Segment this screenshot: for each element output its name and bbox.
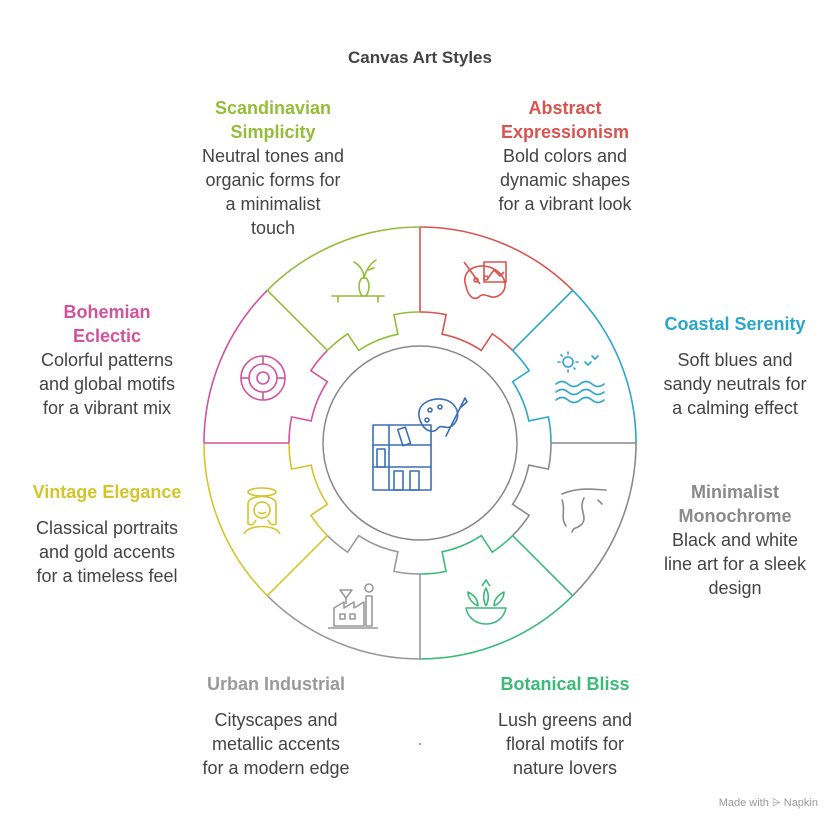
label-abstract-desc: Bold colors and dynamic shapes for a vib… (498, 146, 632, 214)
vase-branch-icon (331, 259, 385, 303)
label-urban-desc: Cityscapes and metallic accents for a mo… (202, 710, 350, 778)
label-minimalist-desc: Black and white line art for a sleek des… (663, 530, 807, 598)
portrait-icon (243, 487, 281, 535)
segment-outer-arc (419, 595, 574, 660)
segment-inner-notch (288, 349, 329, 444)
segment-outer-arc (419, 226, 574, 291)
segment-inner-notch (511, 349, 552, 444)
label-coastal-desc: Soft blues and sandy neutrals for a calm… (663, 350, 807, 418)
segment-outer-arc (572, 442, 637, 597)
label-botanical-title: Botanical Bliss (500, 674, 630, 694)
label-botanical-desc: Lush greens and floral motifs for nature… (497, 710, 633, 778)
page-title: Canvas Art Styles (348, 48, 492, 67)
palette-face-icon (463, 261, 507, 300)
center-circle (322, 345, 518, 541)
segment-outer-arc (266, 226, 421, 291)
label-bohemian-title: Bohemian Eclectic (63, 302, 151, 346)
segment-inner-notch (326, 534, 421, 575)
label-vintage-title: Vintage Elegance (32, 482, 182, 502)
wheel-segments (203, 226, 637, 660)
line-face-icon (561, 488, 607, 533)
factory-icon (328, 583, 378, 629)
segment-inner-notch (419, 311, 514, 352)
segment-divider (266, 289, 328, 351)
plant-bowl-icon (465, 579, 507, 625)
segment-inner-notch (419, 534, 514, 575)
segment-outer-arc (203, 442, 268, 597)
segment-outer-arc (203, 289, 268, 444)
napkin-watermark: Made with ⩥ Napkin (718, 797, 818, 809)
sun-waves-icon (555, 351, 605, 404)
shelf-palette-icon (372, 397, 468, 491)
segment-outer-arc (266, 595, 421, 660)
segment-divider (512, 535, 574, 597)
segment-inner-notch (511, 442, 552, 537)
label-abstract-title: Abstract Expressionism (500, 98, 630, 142)
label-scandinavian-title: Scandinavian Simplicity (214, 98, 332, 142)
mandala-icon (240, 355, 286, 401)
decorative-dot (419, 743, 421, 745)
segment-divider (512, 289, 574, 351)
segment-inner-notch (288, 442, 329, 537)
label-coastal-title: Coastal Serenity (664, 314, 806, 334)
label-minimalist-title: Minimalist Monochrome (678, 482, 792, 526)
segment-divider (266, 535, 328, 597)
segment-inner-notch (326, 311, 421, 352)
segment-outer-arc (572, 289, 637, 444)
label-urban-title: Urban Industrial (206, 674, 345, 694)
label-vintage-desc: Classical portraits and gold accents for… (35, 518, 179, 586)
label-bohemian-desc: Colorful patterns and global motifs for … (38, 350, 176, 418)
label-scandinavian-desc: Neutral tones and organic forms for a mi… (201, 146, 345, 238)
